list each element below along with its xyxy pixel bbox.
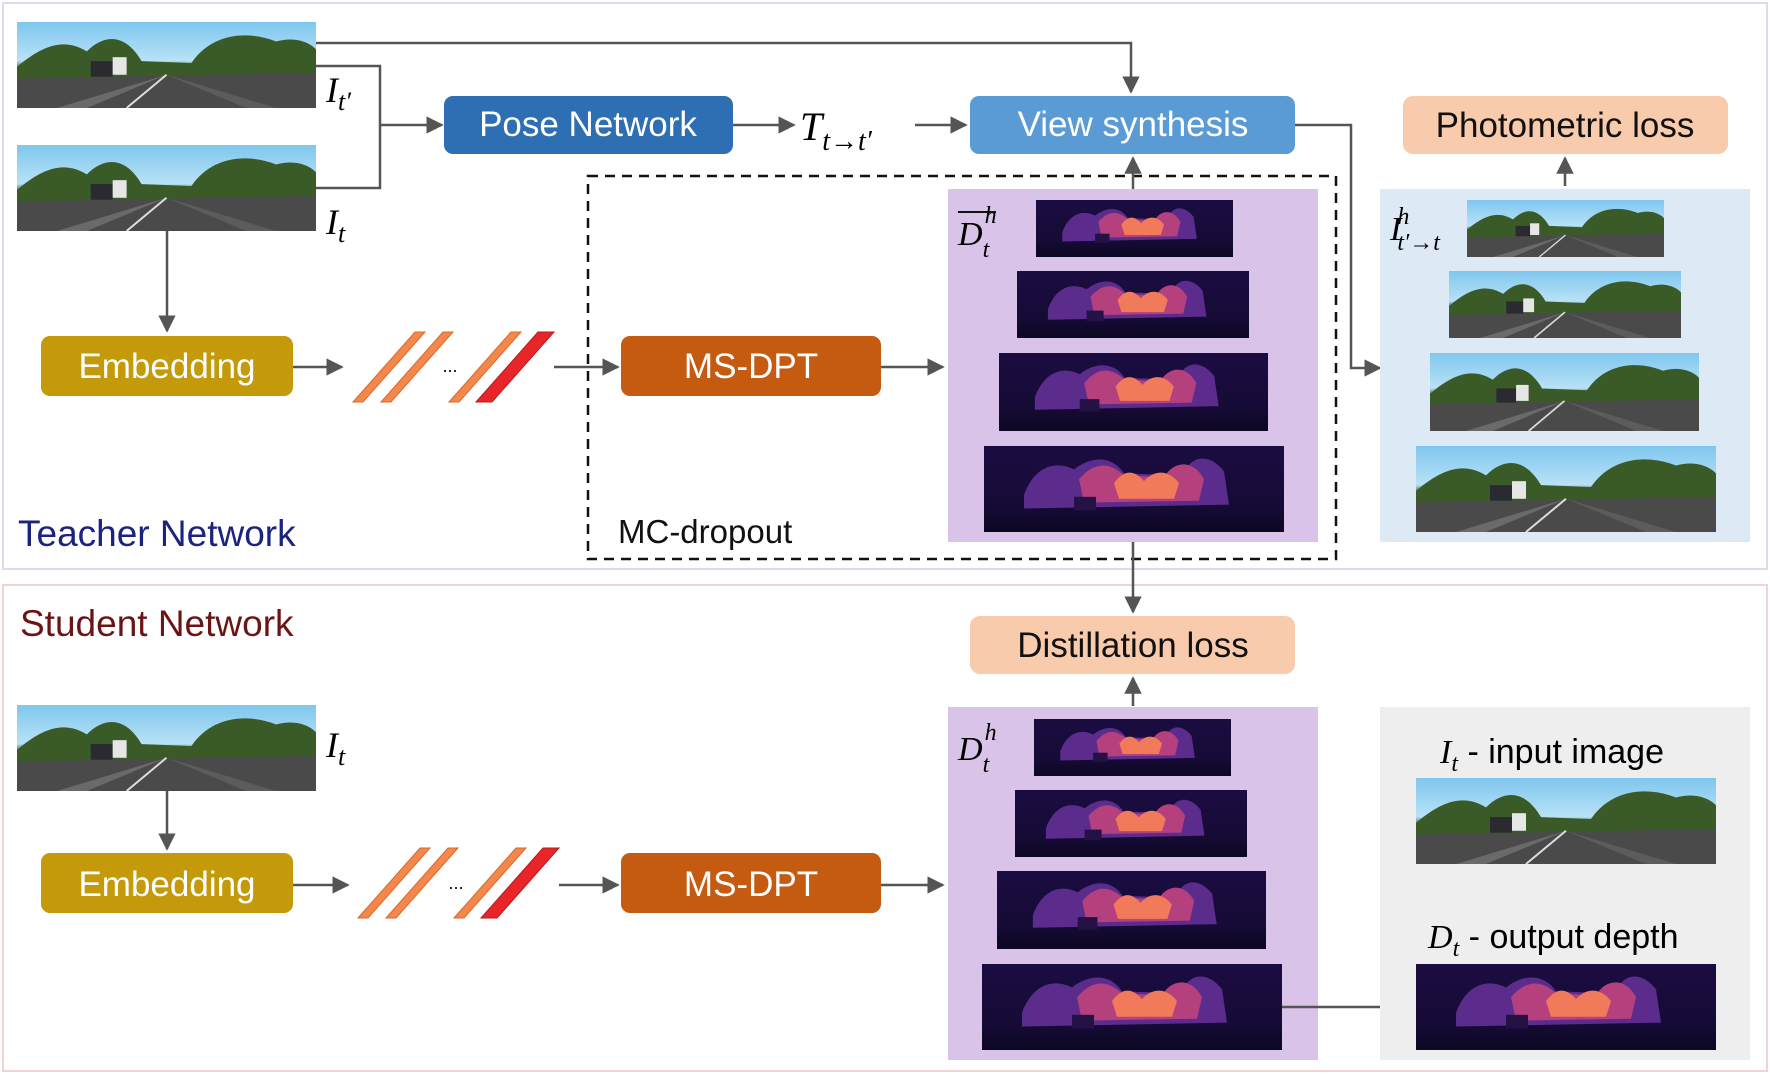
reconstruction-scale-2 <box>1449 271 1681 338</box>
pose-network-box <box>444 96 733 154</box>
student-input-label: It <box>325 725 346 771</box>
mc-dropout-region <box>586 174 1338 561</box>
student-section-title: Student Network <box>20 603 294 644</box>
view-synthesis-label: View synthesis <box>1018 105 1249 144</box>
legend-input-image <box>1416 778 1716 864</box>
student-input-image <box>17 705 316 791</box>
teacher-token-ellipsis: ... <box>442 356 457 376</box>
reconstruction-scale-1 <box>1467 200 1664 257</box>
legend-output-depth <box>1416 964 1716 1050</box>
pose-network-label: Pose Network <box>479 105 697 144</box>
teacher-input-image-t <box>17 145 316 231</box>
teacher-input-image-tprime <box>17 22 316 108</box>
photometric-loss-label: Photometric loss <box>1436 106 1695 145</box>
teacher-depth-scale-2 <box>1017 271 1249 338</box>
teacher-inputs-bracket <box>316 64 382 190</box>
photometric-loss-box <box>1403 96 1728 154</box>
distillation-loss-box <box>970 616 1295 674</box>
student-embedding-label: Embedding <box>78 865 255 904</box>
student-depth-scale-3 <box>997 871 1266 949</box>
arrow-image-to-view-synthesis <box>316 41 1140 94</box>
teacher-depth-scale-3 <box>999 353 1268 431</box>
teacher-depth-scale-1 <box>1036 200 1233 257</box>
arrow-view-synthesis-to-reconstruction <box>1295 123 1382 377</box>
teacher-section-border <box>2 2 1768 570</box>
transform-label: Tt→t′ <box>800 104 873 157</box>
student-depth-scale-1 <box>1034 719 1231 776</box>
teacher-embedding-label: Embedding <box>78 347 255 386</box>
teacher-token-stack <box>351 331 556 403</box>
teacher-depth-scale-4 <box>984 446 1284 532</box>
distillation-loss-label: Distillation loss <box>1017 626 1248 665</box>
teacher-msdpt-box <box>621 336 881 396</box>
teacher-embedding-box <box>41 336 293 396</box>
student-msdpt-box <box>621 853 881 913</box>
mc-dropout-label: MC-dropout <box>618 513 792 550</box>
student-msdpt-label: MS-DPT <box>684 865 818 904</box>
student-token-stack <box>356 847 561 919</box>
teacher-input-tprime-label: It′ <box>325 70 351 116</box>
reconstruction-scale-4 <box>1416 446 1716 532</box>
teacher-section-title: Teacher Network <box>18 513 296 554</box>
student-depth-scale-4 <box>982 964 1282 1050</box>
legend-output-text: Dt - output depth <box>1427 918 1679 962</box>
reconstruction-scale-3 <box>1430 353 1699 431</box>
student-depth-scale-2 <box>1015 790 1247 857</box>
teacher-msdpt-label: MS-DPT <box>684 347 818 386</box>
legend-input-text: It - input image <box>1439 733 1664 777</box>
view-synthesis-box <box>970 96 1295 154</box>
student-embedding-box <box>41 853 293 913</box>
student-section-border <box>2 584 1768 1072</box>
teacher-input-t-label: It <box>325 202 346 248</box>
student-token-ellipsis: ... <box>448 873 463 893</box>
